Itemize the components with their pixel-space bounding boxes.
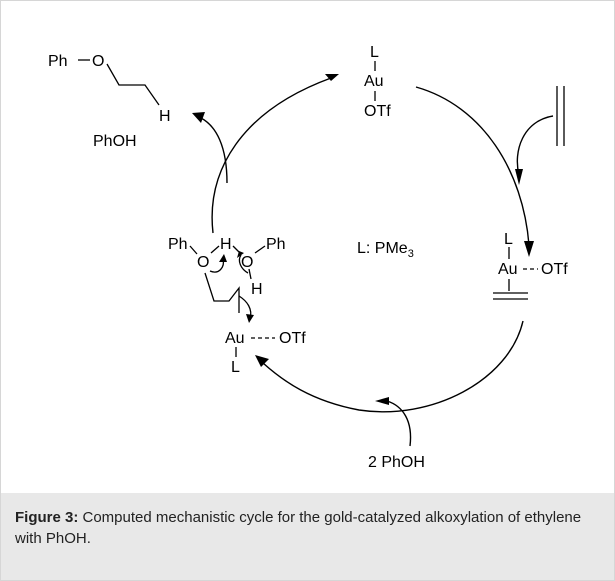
phoh-arrowhead <box>375 397 389 405</box>
alkyl-chain <box>204 272 240 313</box>
ts-curly-arrowhead-1 <box>219 254 227 262</box>
top-ligand-label: L <box>370 44 379 61</box>
product-arrowhead <box>192 112 205 123</box>
ts-o2-label: O <box>241 254 253 271</box>
product-phoh-label: PhOH <box>93 133 137 150</box>
ts-ph-1-label: Ph <box>168 236 188 253</box>
right-ligand-label: L <box>504 231 513 248</box>
cycle-arrowhead-right <box>524 241 534 257</box>
ts-h2-label: H <box>251 281 263 298</box>
top-au-label: Au <box>364 73 384 90</box>
cycle-arrowhead-top <box>325 74 339 81</box>
cycle-arc-bottom-right <box>262 320 524 413</box>
caption-text: Computed mechanistic cycle for the gold-… <box>15 509 582 547</box>
caption-background <box>1 493 614 580</box>
product-outgoing-arrow <box>200 117 228 184</box>
bottom-otf-label: OTf <box>279 330 306 347</box>
top-otf-label: OTf <box>364 103 391 120</box>
ts-ph-2-label: Ph <box>266 236 286 253</box>
ts-ph1-o1-bond <box>189 245 198 255</box>
ethylene-incoming-arrow <box>516 115 554 176</box>
ts-o2-ph2-bond <box>254 245 266 254</box>
product-ph-label: Ph <box>48 53 68 70</box>
ts-o2-h2-bond <box>248 268 252 280</box>
mechanistic-cycle-scheme: Ph O H PhOH L Au OTf L Au OTf L: PMe3 Ph… <box>48 44 568 471</box>
cycle-arc-left <box>211 77 332 234</box>
bottom-au-label: Au <box>225 330 245 347</box>
product-h-label: H <box>159 108 171 125</box>
caption-label: Figure 3: <box>15 509 79 526</box>
ethylene-arrowhead <box>515 169 523 185</box>
ligand-definition: L: PMe3 <box>357 240 414 260</box>
ts-h1-label: H <box>220 236 232 253</box>
ts-curly-arrowhead-2 <box>237 251 244 258</box>
bottom-ligand-label: L <box>231 359 240 376</box>
phoh-incoming-arrow <box>386 400 412 447</box>
right-au-label: Au <box>498 261 518 278</box>
product-o-label: O <box>92 53 104 70</box>
cycle-arc-top-right <box>415 86 530 246</box>
ts-curly-arrow-2 <box>238 254 249 274</box>
ts-o1-label: O <box>197 254 209 271</box>
figure-caption: Figure 3: Computed mechanistic cycle for… <box>15 507 600 549</box>
product-ethyl-chain <box>106 63 160 106</box>
ts-o1-h1-bond <box>210 245 220 254</box>
ts-curly-arrowhead-3 <box>246 314 254 323</box>
right-otf-label: OTf <box>541 261 568 278</box>
cycle-arrowhead-bottom <box>255 355 269 367</box>
reagent-label: 2 PhOH <box>368 454 425 471</box>
